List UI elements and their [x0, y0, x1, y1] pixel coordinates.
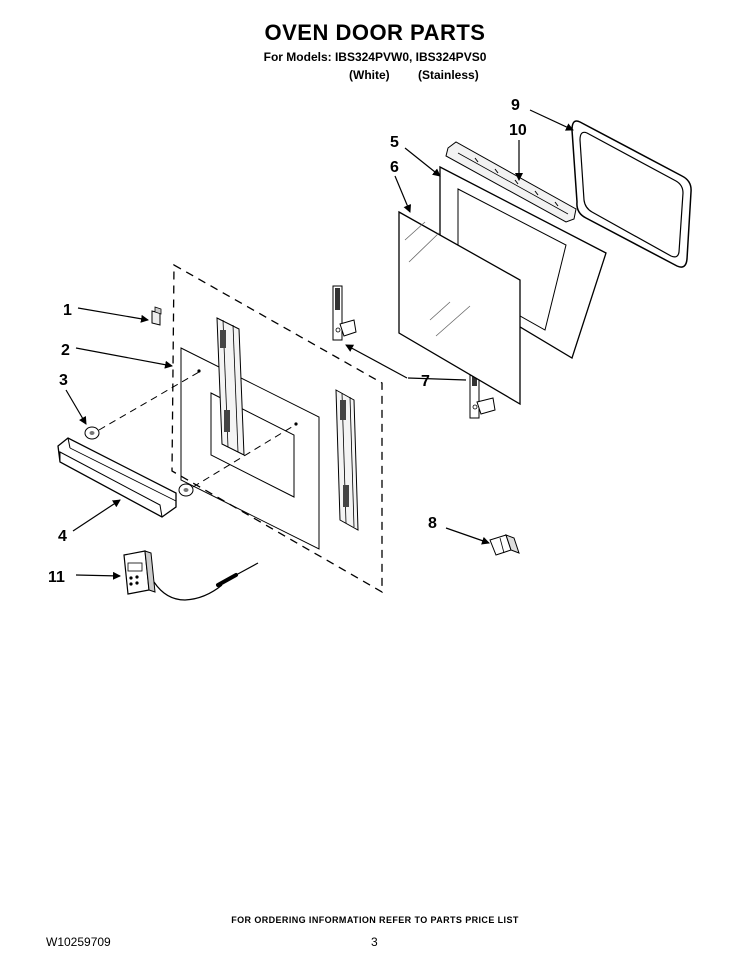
callout-2: 2: [61, 342, 70, 359]
door-channel-brackets: [216, 317, 359, 531]
document-number: W10259709: [46, 935, 111, 949]
callout-8: 8: [428, 515, 437, 532]
callout-5: 5: [390, 134, 399, 151]
callout-7: 7: [421, 373, 430, 390]
ordering-note: FOR ORDERING INFORMATION REFER TO PARTS …: [231, 915, 519, 925]
page-title: OVEN DOOR PARTS: [264, 20, 486, 45]
callout-11: 11: [48, 569, 65, 586]
page-number: 3: [371, 935, 378, 949]
callout-1: 1: [63, 302, 72, 319]
callout-6: 6: [390, 159, 399, 176]
gasket-clip: [489, 534, 520, 556]
assembly-leader-lines: [98, 371, 296, 488]
callout-9: 9: [511, 97, 520, 114]
variant-stainless-label: (Stainless): [418, 68, 479, 82]
models-line: For Models: IBS324PVW0, IBS324PVS0: [263, 50, 487, 64]
door-outline: [171, 263, 383, 594]
handle-spacers: [84, 426, 194, 497]
vent-trim: [445, 141, 577, 223]
door-handle: [57, 437, 177, 518]
callout-3: 3: [59, 372, 68, 389]
variant-white-label: (White): [349, 68, 390, 82]
callout-4: 4: [58, 528, 67, 545]
outer-glass-panel: [398, 210, 521, 406]
door-clip: [151, 306, 162, 326]
inner-door-panel: [180, 347, 320, 550]
callout-10: 10: [509, 122, 527, 139]
callout-arrows: [65, 109, 574, 580]
meat-probe-timer: [123, 550, 259, 601]
